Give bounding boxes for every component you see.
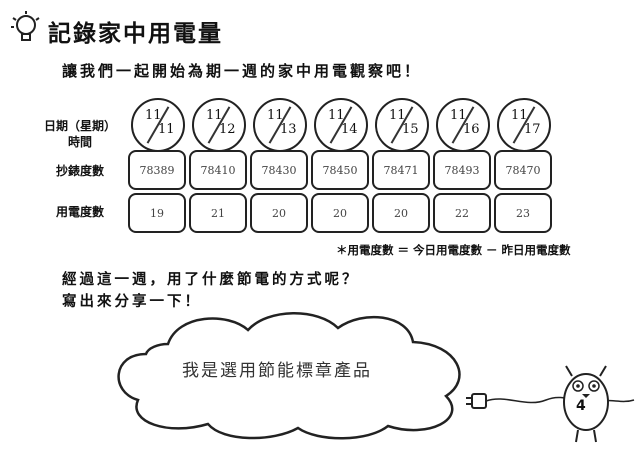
date-month: 11 (389, 108, 406, 123)
usage-label: 用電度數 (55, 205, 104, 219)
answer-text: 我是選用節能標章產品 (182, 361, 372, 381)
date-month: 11 (450, 108, 467, 123)
usage-box: 22 (433, 193, 491, 233)
usage-box: 23 (494, 193, 552, 233)
date-day: 13 (280, 122, 297, 137)
time-label-text: 時間 (67, 135, 92, 149)
meter-reading-box: 78493 (433, 150, 491, 190)
date-month: 11 (145, 108, 162, 123)
meter-reading-box: 78450 (311, 150, 369, 190)
date-day: 12 (219, 122, 236, 137)
meter-reading-box: 78471 (372, 150, 430, 190)
usage-box: 20 (250, 193, 308, 233)
usage-box: 21 (189, 193, 247, 233)
formula-note: ＊用電度數 ＝ 今日用電度數 － 昨日用電度數 (336, 243, 571, 257)
date-day: 17 (524, 122, 541, 137)
intro-text: 讓我們一起開始為期一週的家中用電觀察吧！ (62, 62, 423, 80)
date-month: 11 (328, 108, 345, 123)
usage-box: 20 (311, 193, 369, 233)
question-line-1: 經過這一週，用了什麼節電的方式呢？ (62, 272, 360, 288)
meter-reading-box: 78430 (250, 150, 308, 190)
meter-reading-box: 78470 (494, 150, 552, 190)
meter-label: 抄錶度數 (55, 164, 104, 178)
question-line-2: 寫出來分享一下！ (62, 294, 202, 310)
date-month: 11 (267, 108, 284, 123)
page-title: 記錄家中用電量 (48, 21, 223, 47)
lightbulb-icon (11, 11, 40, 41)
date-label: 日期（星期） 時間 (40, 118, 120, 150)
date-day: 11 (158, 122, 175, 137)
date-day: 16 (463, 122, 480, 137)
usage-box: 19 (128, 193, 186, 233)
mascot-number: 4 (576, 398, 586, 414)
date-day: 15 (402, 122, 419, 137)
date-day: 14 (341, 122, 358, 137)
date-month: 11 (206, 108, 223, 123)
usage-box: 20 (372, 193, 430, 233)
meter-reading-box: 78410 (189, 150, 247, 190)
meter-reading-box: 78389 (128, 150, 186, 190)
owl-mascot (563, 365, 609, 443)
date-label-text: 日期（星期） (43, 119, 116, 133)
answer-cloud (117, 312, 461, 440)
date-month: 11 (511, 108, 528, 123)
